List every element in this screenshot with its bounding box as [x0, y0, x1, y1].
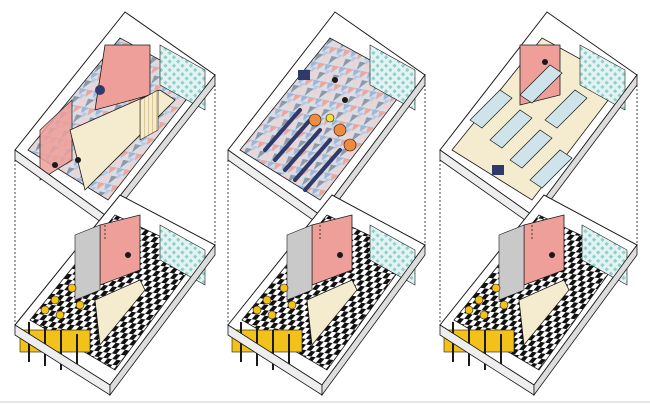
teal-tile-wall [369, 224, 416, 286]
variant-b-lower-floor [227, 194, 426, 397]
teal-tile-wall [159, 44, 206, 111]
armchair [95, 85, 105, 95]
grey-wall [74, 224, 101, 301]
variant-c-lower-floor [439, 194, 638, 397]
teal-tile-wall [369, 44, 416, 111]
variant-b-axonometric [227, 11, 426, 397]
variant-c-axonometric [439, 11, 638, 397]
pink-partition [39, 99, 73, 181]
yellow-pouf [325, 113, 335, 123]
teal-tile-wall [581, 224, 628, 286]
person-figure [332, 77, 338, 83]
variant-a-axonometric [14, 11, 216, 397]
navy-armchair [492, 165, 504, 175]
private-office-pods [469, 64, 588, 189]
floor-connector-lines [227, 85, 426, 325]
bar-counter [306, 279, 358, 346]
variant-c-upper-floor [439, 11, 638, 227]
variant-a-upper-floor [14, 11, 216, 227]
variant-a-lower-floor [14, 194, 216, 397]
person-figure [542, 59, 548, 65]
person-figure [125, 252, 131, 258]
yellow-chairs [40, 283, 85, 320]
yellow-chairs [464, 283, 509, 320]
event-seat-rows [263, 108, 342, 192]
teal-tile-wall [579, 44, 626, 111]
person-figure [52, 162, 58, 168]
grey-wall [286, 224, 313, 301]
person-figure [75, 157, 81, 163]
orange-poufs [308, 113, 357, 152]
bar-counter [94, 279, 146, 346]
navy-armchair [298, 70, 310, 80]
floor-connector-lines [14, 85, 216, 325]
person-figure [342, 97, 348, 103]
bar-counter [518, 279, 570, 346]
person-figure [549, 252, 555, 258]
yellow-chairs [252, 283, 297, 320]
grey-wall [498, 224, 525, 301]
variant-b-upper-floor [227, 11, 426, 227]
teal-tile-wall [159, 224, 206, 286]
floor-connector-lines [439, 85, 638, 325]
person-figure [337, 252, 343, 258]
slatted-screen [139, 89, 159, 141]
